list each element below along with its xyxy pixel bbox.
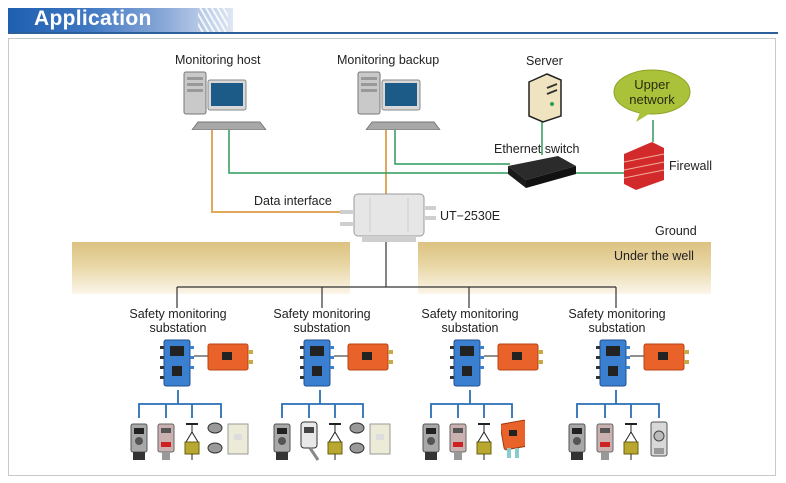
underground-label: Under the well bbox=[614, 249, 694, 263]
switch-sensor-icon[interactable] bbox=[473, 418, 497, 464]
substation-4-label-line-1: Safety monitoring bbox=[568, 307, 666, 321]
switch-sensor-icon[interactable] bbox=[181, 418, 205, 464]
substation-4-label-line-2: substation bbox=[588, 321, 646, 335]
data-interface-label: Data interface bbox=[254, 194, 332, 208]
monitoring-backup-computer-icon[interactable] bbox=[354, 70, 444, 130]
sensor-bus-1 bbox=[138, 390, 222, 418]
substation-1-device-icon[interactable] bbox=[160, 338, 260, 390]
methane-sensor-icon[interactable] bbox=[420, 418, 444, 464]
substation-2-label-line-1: Safety monitoring bbox=[273, 307, 371, 321]
firewall-icon[interactable] bbox=[622, 140, 666, 192]
upper-network-cloud-icon[interactable]: Upper network bbox=[612, 68, 692, 124]
device-model-label: UT−2530E bbox=[440, 209, 501, 223]
handheld-sensor-icon[interactable] bbox=[298, 418, 322, 464]
substation-1-label-line-1: Safety monitoring bbox=[129, 307, 227, 321]
underground-zone-right bbox=[418, 242, 711, 294]
monitoring-backup-label: Monitoring backup bbox=[337, 53, 440, 67]
firewall-label: Firewall bbox=[669, 159, 713, 173]
control-box-icon[interactable] bbox=[368, 418, 392, 464]
substation-3-label-line-2: substation bbox=[441, 321, 499, 335]
page-title: Application bbox=[34, 7, 152, 30]
substation-2-device-icon[interactable] bbox=[300, 338, 400, 390]
substation-3-label-line-1: Safety monitoring bbox=[421, 307, 519, 321]
sensor-bus-3 bbox=[430, 390, 513, 418]
upper-network-label-1: Upper bbox=[634, 77, 670, 92]
substation-2-label: Safety monitoring substation bbox=[262, 307, 382, 335]
header-rule bbox=[8, 32, 778, 34]
upper-network-label-2: network bbox=[629, 92, 675, 107]
substation-3-device-icon[interactable] bbox=[450, 338, 550, 390]
substation-4-device-icon[interactable] bbox=[596, 338, 696, 390]
substation-2-label-line-2: substation bbox=[293, 321, 351, 335]
data-line-host bbox=[211, 127, 350, 213]
ethernet-switch-label: Ethernet switch bbox=[494, 142, 580, 156]
header-stripes bbox=[198, 8, 228, 32]
power-breaker-icon[interactable] bbox=[501, 418, 525, 464]
substation-3-label: Safety monitoring substation bbox=[410, 307, 530, 335]
ethernet-switch-icon[interactable] bbox=[506, 154, 578, 188]
wind-door-sensor-icon[interactable] bbox=[346, 418, 370, 464]
ethernet-line-backup bbox=[394, 127, 510, 165]
control-box-icon[interactable] bbox=[226, 418, 250, 464]
substation-1-label-line-2: substation bbox=[149, 321, 207, 335]
ground-label: Ground bbox=[655, 224, 697, 238]
switch-sensor-icon[interactable] bbox=[324, 418, 348, 464]
substation-1-label: Safety monitoring substation bbox=[118, 307, 238, 335]
carbon-monoxide-sensor-icon[interactable] bbox=[271, 418, 295, 464]
ut-2530e-device-icon[interactable] bbox=[340, 188, 438, 244]
sensor-bus-2 bbox=[281, 390, 364, 418]
wind-door-sensor-icon[interactable] bbox=[204, 418, 228, 464]
methane-sensor-icon[interactable] bbox=[566, 418, 590, 464]
sensor-bus-4 bbox=[576, 390, 660, 418]
substation-4-label: Safety monitoring substation bbox=[557, 307, 677, 335]
gas-sensor-icon[interactable] bbox=[447, 418, 471, 464]
monitoring-host-label: Monitoring host bbox=[175, 53, 261, 67]
server-label: Server bbox=[526, 54, 563, 68]
header-band bbox=[8, 8, 233, 32]
temperature-sensor-icon[interactable] bbox=[648, 418, 672, 464]
methane-sensor-icon[interactable] bbox=[128, 418, 152, 464]
ethernet-line-host bbox=[228, 127, 510, 174]
server-icon[interactable] bbox=[525, 72, 565, 124]
switch-sensor-icon[interactable] bbox=[620, 418, 644, 464]
gas-sensor-icon[interactable] bbox=[155, 418, 179, 464]
monitoring-host-computer-icon[interactable] bbox=[180, 70, 270, 130]
underground-zone-left bbox=[72, 242, 350, 294]
diagram-panel bbox=[8, 38, 776, 476]
gas-sensor-icon[interactable] bbox=[594, 418, 618, 464]
